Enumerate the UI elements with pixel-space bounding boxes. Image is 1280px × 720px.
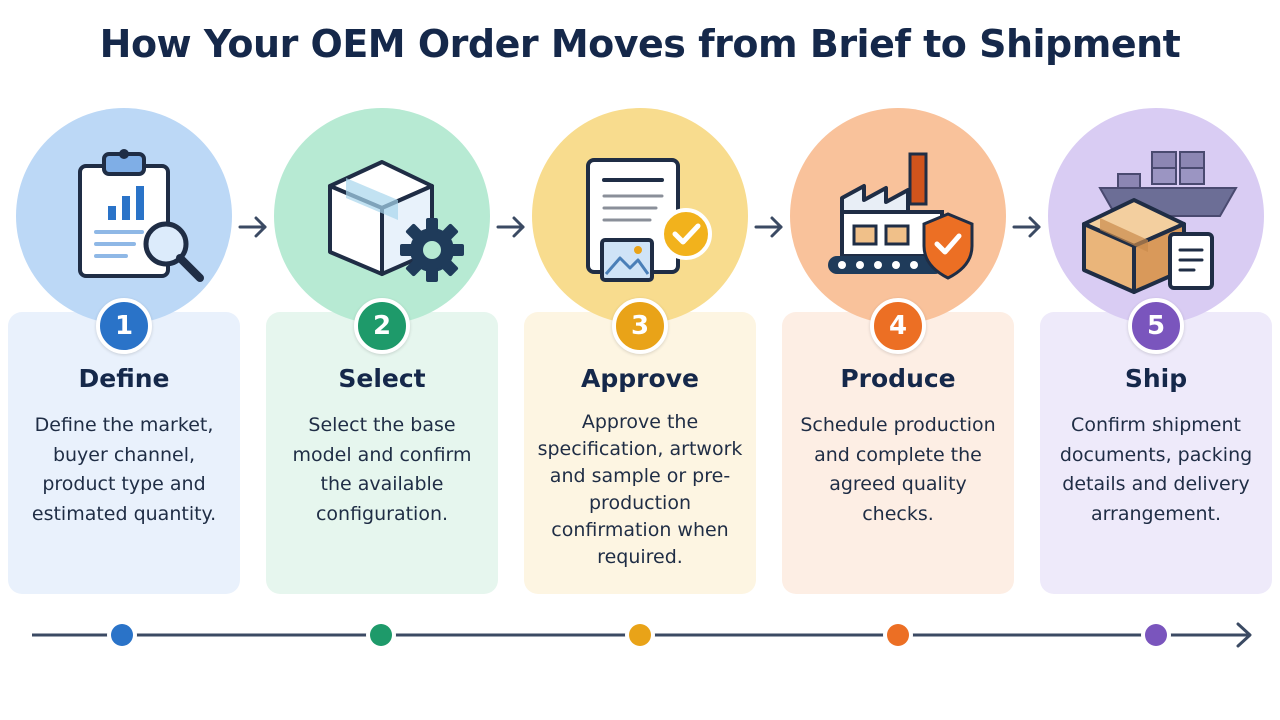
box-gear-icon [328,160,464,282]
step-number-badge: 3 [612,298,668,354]
step-2: 2 Select Select the base model and confi… [266,108,498,598]
factory-shield-icon [828,152,974,280]
step-description: Confirm shipment documents, packing deta… [1059,414,1253,525]
step-3: 3 Approve Approve the specification, art… [524,108,756,598]
step-icon-circle [1048,108,1264,324]
step-number-badge: 1 [96,298,152,354]
step-title: Approve [581,364,699,393]
step-5: 5 Ship Confirm shipment documents, packi… [1040,108,1272,598]
step-4: 4 Produce Schedule production and comple… [782,108,1014,598]
step-icon-circle [16,108,232,324]
clipboard-magnifier-icon [78,149,204,282]
step-title: Ship [1124,364,1188,393]
step-icon-circle [274,108,490,324]
step-number-badge: 4 [870,298,926,354]
step-title: Define [78,364,170,393]
arrow-right-icon [238,216,267,238]
step-title: Select [338,364,426,393]
arrow-right-icon [754,216,783,238]
ship-box-document-icon [1082,151,1238,294]
step-card [1040,312,1272,594]
step-card [8,312,240,594]
step-icon-circle [790,108,1006,324]
timeline [32,620,1252,650]
step-description: Schedule production and complete the agr… [800,414,996,525]
arrow-right-icon [1012,216,1041,238]
step-number-badge: 2 [354,298,410,354]
step-card [266,312,498,594]
page-title: How Your OEM Order Moves from Brief to S… [99,22,1181,66]
step-number-badge: 5 [1128,298,1184,354]
step-description: Define the market, buyer channel, produc… [31,414,217,525]
document-check-icon [586,158,712,282]
step-description: Approve the specification, artwork and s… [537,411,743,568]
arrow-right-icon [496,216,525,238]
step-title: Produce [840,364,956,393]
step-1: 1 Define Define the market, buyer channe… [8,108,240,598]
step-card [782,312,1014,594]
step-icon-circle [532,108,748,324]
step-description: Select the base model and confirm the av… [292,414,472,525]
step-card [524,312,756,594]
timeline-arrowhead [1236,622,1252,648]
